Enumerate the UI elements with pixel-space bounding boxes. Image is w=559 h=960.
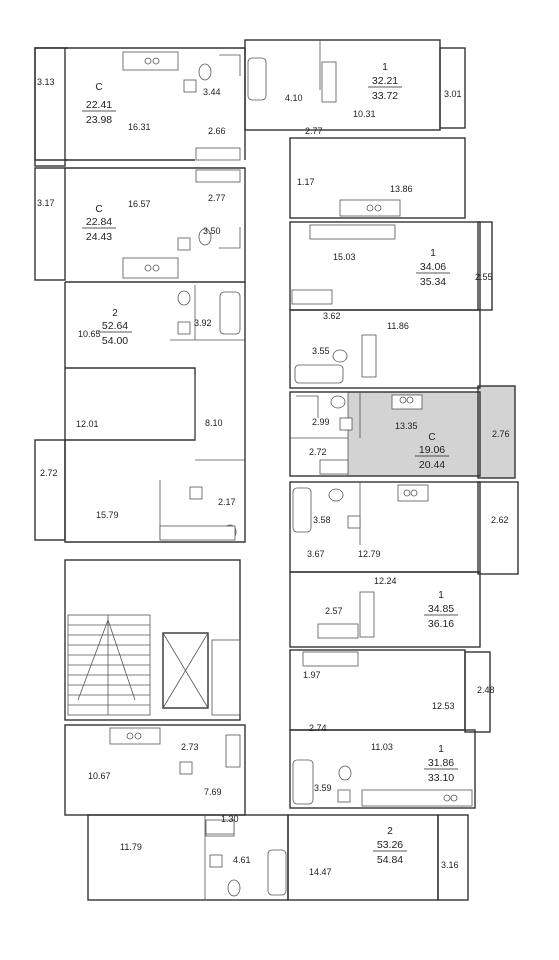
room-area: 3.50 bbox=[203, 226, 221, 236]
apartment-total-area: 36.16 bbox=[428, 618, 454, 630]
room-area: 2.66 bbox=[208, 126, 226, 136]
apartment-total-area: 54.84 bbox=[377, 854, 403, 866]
room-area: 3.01 bbox=[444, 89, 462, 99]
room-area: 12.79 bbox=[358, 549, 381, 559]
apartment-total-area: 23.98 bbox=[86, 114, 112, 126]
apartment-type: 2 bbox=[387, 826, 393, 837]
room-area: 3.17 bbox=[37, 198, 55, 208]
room-area: 4.10 bbox=[285, 93, 303, 103]
room-area: 13.35 bbox=[395, 421, 418, 431]
room-area: 3.55 bbox=[312, 346, 330, 356]
room-area: 1.17 bbox=[297, 177, 315, 187]
room-area: 4.61 bbox=[233, 855, 251, 865]
room-area: 2.77 bbox=[305, 126, 323, 136]
room-area: 16.57 bbox=[128, 199, 151, 209]
room-area: 10.67 bbox=[88, 771, 111, 781]
room-area: 15.79 bbox=[96, 510, 119, 520]
room-area: 14.47 bbox=[309, 867, 332, 877]
room-area: 11.79 bbox=[120, 842, 142, 852]
apartment-total-area: 24.43 bbox=[86, 231, 112, 243]
room-area: 11.03 bbox=[371, 742, 393, 752]
apartment-type: С bbox=[428, 432, 435, 443]
room-area: 2.57 bbox=[325, 606, 343, 616]
room-area: 2.62 bbox=[491, 515, 509, 525]
wardrobe-hatching bbox=[195, 61, 377, 835]
room-area: 13.86 bbox=[390, 184, 413, 194]
apartment-living-area: 22.84 bbox=[86, 216, 112, 228]
apartment-type: 1 bbox=[438, 744, 444, 755]
bathroom-fixtures bbox=[177, 54, 361, 897]
room-area: 2.55 bbox=[475, 272, 493, 282]
room-area: 3.44 bbox=[203, 87, 221, 97]
apartment-total-area: 54.00 bbox=[102, 335, 128, 347]
room-area: 12.24 bbox=[374, 576, 397, 586]
apartment-label-a3: 2 52.64 54.00 bbox=[98, 308, 132, 347]
apartment-type: 2 bbox=[112, 308, 118, 319]
apartment-label-a2: С 22.84 24.43 bbox=[82, 204, 116, 243]
room-area: 2.72 bbox=[40, 468, 58, 478]
room-area: 2.48 bbox=[477, 685, 495, 695]
kitchen-counters bbox=[109, 51, 473, 837]
highlighted-balcony-fill bbox=[478, 386, 515, 478]
room-area: 2.74 bbox=[309, 723, 327, 733]
room-area: 3.58 bbox=[313, 515, 331, 525]
apartment-type: 1 bbox=[382, 62, 388, 73]
apartment-total-area: 35.34 bbox=[420, 276, 446, 288]
apartment-living-area: 34.85 bbox=[428, 603, 454, 615]
room-area: 3.62 bbox=[323, 311, 341, 321]
room-area: 12.01 bbox=[76, 419, 99, 429]
apartment-type: С bbox=[95, 204, 102, 215]
room-area: 2.99 bbox=[312, 417, 330, 427]
apartment-labels: С 22.41 23.98 С 22.84 24.43 2 52.64 54.0… bbox=[82, 62, 458, 866]
room-area: 11.86 bbox=[387, 321, 409, 331]
elevator-shaft bbox=[162, 632, 241, 716]
apartment-label-a9: 2 53.26 54.84 bbox=[373, 826, 407, 866]
apartment-living-area: 22.41 bbox=[86, 99, 112, 111]
apartment-living-area: 53.26 bbox=[377, 839, 403, 851]
room-area: 2.72 bbox=[309, 447, 327, 457]
room-area: 2.77 bbox=[208, 193, 226, 203]
apartment-living-area: 19.06 bbox=[419, 444, 445, 456]
room-area: 15.03 bbox=[333, 252, 356, 262]
apartment-label-a8: 1 31.86 33.10 bbox=[424, 744, 458, 784]
outer-walls bbox=[34, 39, 519, 901]
room-area: 10.31 bbox=[353, 109, 376, 119]
room-area: 2.73 bbox=[181, 742, 199, 752]
room-area: 3.13 bbox=[37, 77, 55, 87]
apartment-total-area: 20.44 bbox=[419, 459, 445, 471]
room-area: 1.30 bbox=[221, 814, 239, 824]
room-area: 16.31 bbox=[128, 122, 151, 132]
apartment-type: 1 bbox=[438, 590, 444, 601]
apartment-living-area: 34.06 bbox=[420, 261, 446, 273]
apartment-type: 1 bbox=[430, 248, 436, 259]
apartment-living-area: 31.86 bbox=[428, 757, 454, 769]
apartment-label-a1: С 22.41 23.98 bbox=[82, 82, 116, 126]
apartment-label-a5: 1 34.06 35.34 bbox=[416, 248, 450, 288]
room-area: 2.76 bbox=[492, 429, 510, 439]
room-area: 3.92 bbox=[194, 318, 212, 328]
apartment-total-area: 33.72 bbox=[372, 90, 398, 102]
room-area: 1.97 bbox=[303, 670, 321, 680]
apartment-label-a6: С 19.06 20.44 bbox=[415, 432, 449, 471]
room-area: 10.65 bbox=[78, 329, 101, 339]
room-area: 8.10 bbox=[205, 418, 223, 428]
room-area: 12.53 bbox=[432, 701, 455, 711]
apartment-label-a4: 1 32.21 33.72 bbox=[368, 62, 402, 102]
apartment-total-area: 33.10 bbox=[428, 772, 454, 784]
apartment-living-area: 52.64 bbox=[102, 320, 128, 332]
apartment-living-area: 32.21 bbox=[372, 75, 398, 87]
room-area: 3.59 bbox=[314, 783, 332, 793]
room-labels: 3.13 16.31 3.44 2.66 3.17 16.57 2.77 3.5… bbox=[37, 77, 510, 877]
room-area: 2.17 bbox=[218, 497, 236, 507]
apartment-label-a7: 1 34.85 36.16 bbox=[424, 590, 458, 630]
room-area: 3.67 bbox=[307, 549, 325, 559]
room-area: 3.16 bbox=[441, 860, 459, 870]
room-area: 7.69 bbox=[204, 787, 222, 797]
apartment-type: С bbox=[95, 82, 102, 93]
stairwell bbox=[67, 614, 151, 716]
